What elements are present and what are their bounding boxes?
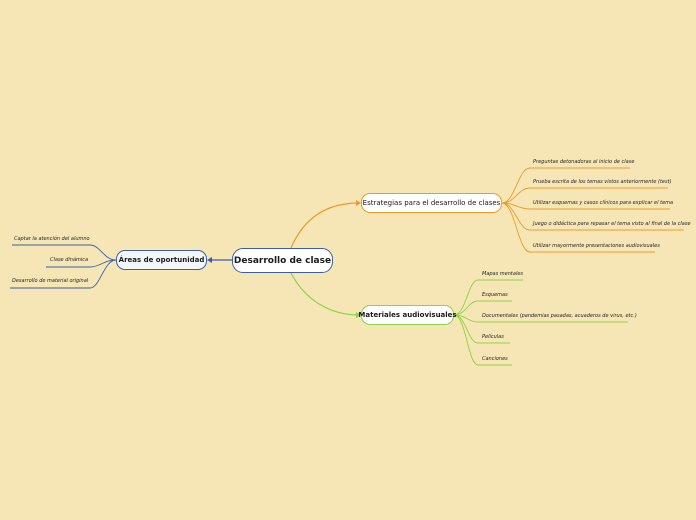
left-leaf-connectors (10, 244, 117, 289)
leaf-topic[interactable]: Desarrollo de material original (12, 278, 89, 284)
bottom-leaf-connectors (453, 279, 628, 366)
leaf-topic[interactable]: Películas (482, 334, 504, 340)
leaf-topic[interactable]: Documentales (pandemias pasadas, acuader… (482, 313, 637, 319)
leaf-topic[interactable]: Juego o didáctica para repasar el tema v… (533, 221, 691, 227)
leaf-topic[interactable]: Captar la atención del alumno (14, 236, 90, 242)
leaf-topic[interactable]: Preguntas detonadoras al inicio de clase (533, 159, 635, 165)
leaf-topic[interactable]: Clase dinámica (50, 257, 89, 263)
arrow-top (356, 200, 361, 206)
branch-label: Materiales audiovisuales (358, 311, 457, 319)
leaf-topic[interactable]: Esquemas (482, 292, 508, 298)
leaf-topic[interactable]: Utilizar esquemas y casos clínicos para … (533, 200, 674, 206)
branch-label: Áreas de oportunidad (118, 256, 205, 264)
connector-central-top (290, 202, 360, 249)
leaf-topic[interactable]: Prueba escrita de los temas vistos anter… (533, 179, 672, 185)
branch-label: Estrategias para el desarrollo de clases (362, 199, 501, 207)
leaf-topic[interactable]: Utilizar mayormente presentaciones audio… (533, 243, 660, 249)
central-topic-label: Desarrollo de clase (233, 255, 332, 266)
arrow-left (207, 257, 212, 263)
central-topic[interactable]: Desarrollo de clase (232, 248, 333, 273)
leaf-topic[interactable]: Mapas mentales (482, 271, 524, 277)
branch-estrategias[interactable]: Estrategias para el desarrollo de clases (361, 193, 502, 213)
branch-materiales[interactable]: Materiales audiovisuales (358, 305, 457, 325)
branch-areas-oportunidad[interactable]: Áreas de oportunidad (116, 250, 207, 270)
leaf-topic[interactable]: Canciones (482, 356, 508, 362)
top-leaf-connectors (501, 167, 684, 253)
connector-central-bottom (290, 272, 360, 316)
arrow-bottom (356, 312, 361, 318)
